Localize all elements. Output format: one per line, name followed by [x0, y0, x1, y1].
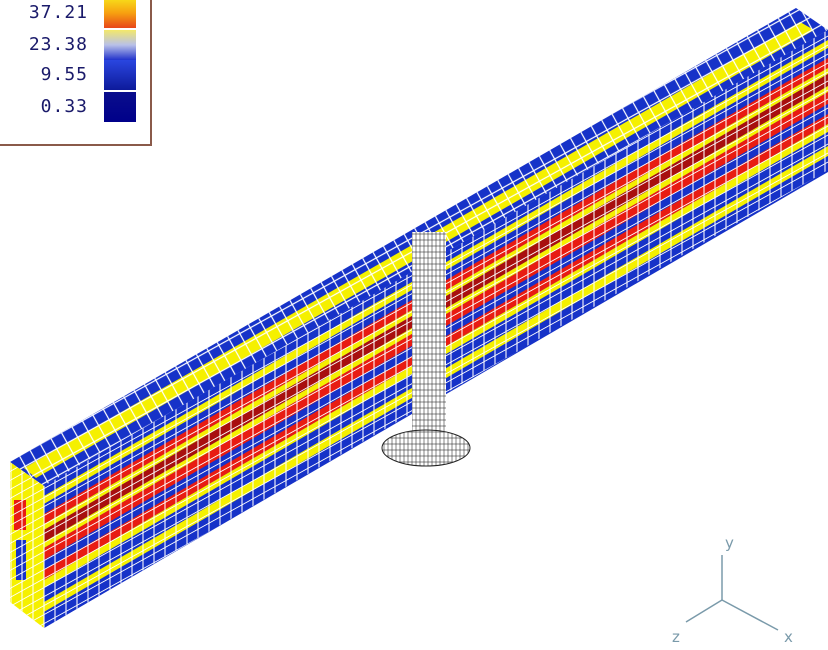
legend-entry: 37.21 [0, 0, 150, 28]
support-stem [381, 232, 471, 467]
legend-entry: 23.38 [0, 30, 150, 60]
legend-swatch-2 [104, 30, 136, 60]
legend-swatch-3 [104, 60, 136, 90]
legend-swatch-4 [104, 92, 136, 122]
legend-value-1: 37.21 [28, 2, 88, 23]
legend-value-3: 9.55 [40, 64, 88, 85]
legend-entry: 9.55 [0, 60, 150, 90]
legend-value-4: 0.33 [40, 96, 88, 117]
legend-entry: 0.33 [0, 92, 150, 122]
legend-value-2: 23.38 [28, 34, 88, 55]
beam-end-face [10, 462, 44, 628]
z-axis-label: z [672, 628, 680, 646]
contour-legend: 37.21 23.38 9.55 0.33 [0, 0, 152, 146]
y-axis-label: y [725, 534, 734, 552]
legend-swatch-1 [104, 0, 136, 28]
x-axis-label: x [784, 628, 793, 646]
coordinate-triad: y x z [672, 534, 793, 646]
